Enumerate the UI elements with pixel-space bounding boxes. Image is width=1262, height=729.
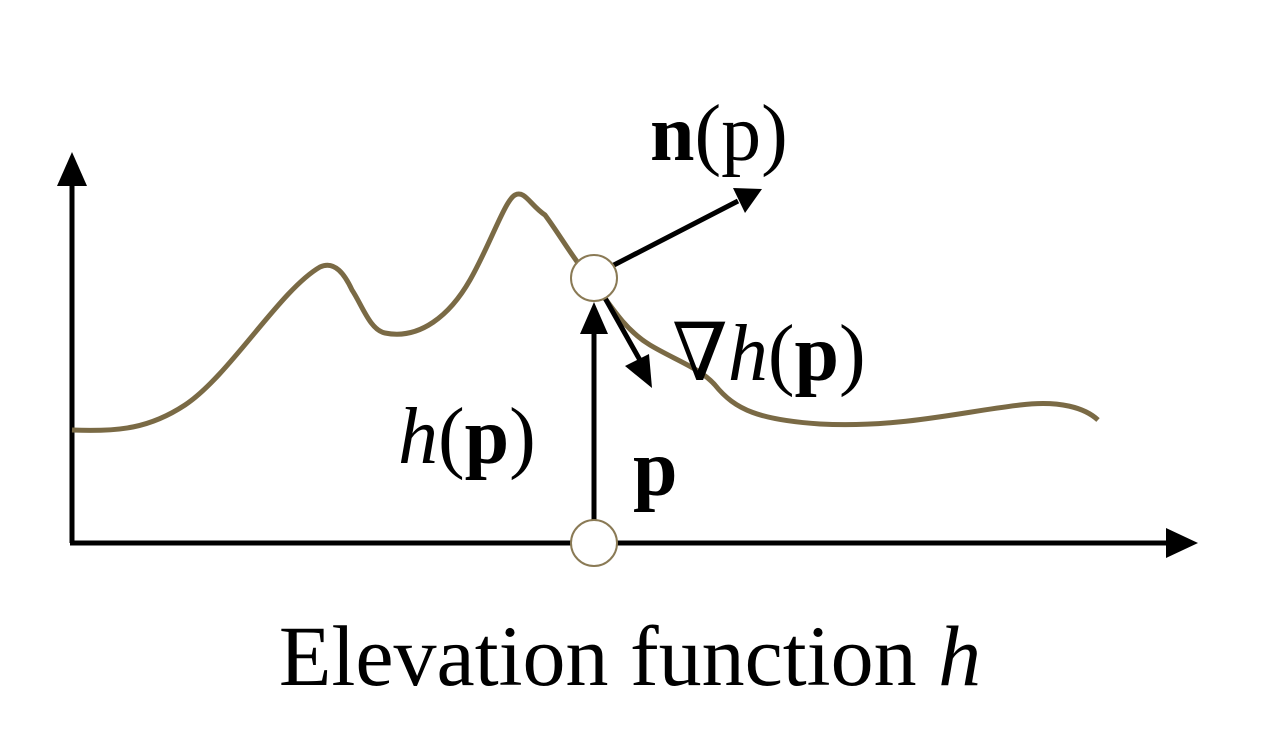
height-arrowhead [580, 302, 608, 334]
gradient-nabla: ∇ [672, 310, 728, 398]
x-axis-arrowhead [1166, 528, 1198, 558]
height-label: h(p) [398, 393, 536, 481]
height-p: p [465, 393, 510, 481]
surface-point [570, 254, 618, 302]
gradient-open: ( [768, 310, 795, 398]
gradient-arrow [602, 296, 644, 364]
height-close: ) [509, 393, 536, 481]
caption-text: Elevation function [279, 608, 938, 704]
caption: Elevation function h [279, 608, 981, 704]
y-axis-arrowhead [57, 152, 87, 186]
gradient-label: ∇h(p) [672, 310, 866, 398]
gradient-close: ) [839, 310, 866, 398]
normal-arrowhead [733, 188, 762, 213]
gradient-p: p [795, 310, 840, 398]
normal-label-n: n [650, 90, 695, 178]
normal-label-arg: (p) [695, 90, 788, 178]
base-point [570, 519, 618, 567]
height-h: h [398, 393, 438, 481]
normal-arrow [610, 198, 740, 269]
point-label: p [633, 425, 678, 513]
normal-label: n(p) [650, 90, 788, 178]
gradient-arrowhead [625, 354, 652, 388]
gradient-h: h [728, 310, 768, 398]
height-open: ( [438, 393, 465, 481]
caption-var: h [938, 608, 981, 704]
elevation-curve [71, 191, 1100, 433]
